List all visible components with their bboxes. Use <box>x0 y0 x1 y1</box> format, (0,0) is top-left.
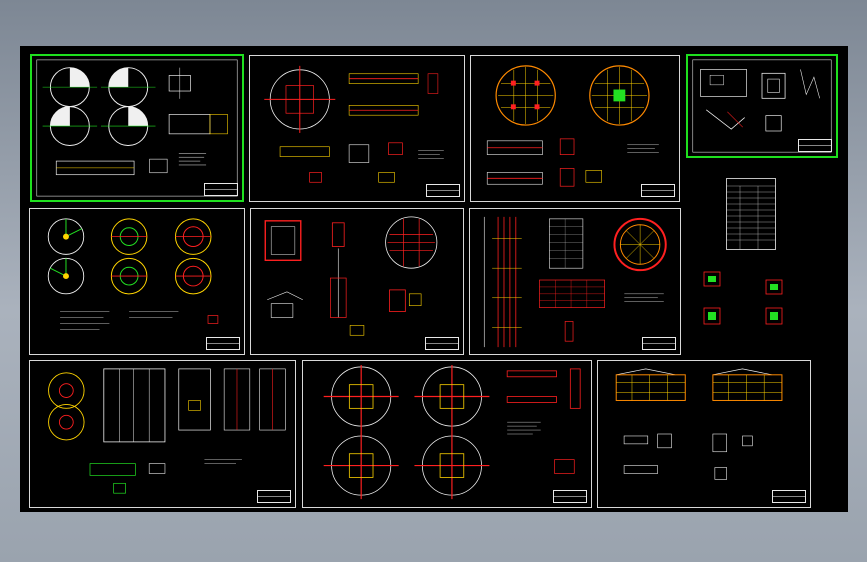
title-block-name <box>207 338 239 344</box>
cad-model-space[interactable] <box>20 46 848 512</box>
title-block-number <box>427 191 459 196</box>
title-block <box>553 490 587 503</box>
title-block <box>642 337 676 350</box>
sheet-7-drawing <box>483 216 667 348</box>
title-block-name <box>642 185 674 191</box>
drawing-sheet-1[interactable] <box>30 54 244 202</box>
title-block-name <box>799 140 831 146</box>
title-block-number <box>207 344 239 349</box>
title-block-name <box>554 491 586 497</box>
drawing-sheet-10[interactable] <box>597 360 811 508</box>
title-block-number <box>426 344 458 349</box>
sheet-2-drawing <box>264 65 444 183</box>
title-block-number <box>773 497 805 502</box>
title-block <box>204 183 238 196</box>
sheet-4-drawing <box>692 59 832 153</box>
title-block <box>798 139 832 152</box>
title-block <box>772 490 806 503</box>
notes-table <box>726 178 776 250</box>
title-block <box>426 184 460 197</box>
sheet-5-drawing <box>47 218 219 330</box>
sheet-10-drawing <box>615 368 783 480</box>
drawing-sheet-6[interactable] <box>250 208 464 355</box>
title-block-number <box>642 191 674 196</box>
sheet-9-drawing <box>323 364 581 500</box>
notes-table-drawing <box>726 178 776 250</box>
sheet-6-drawing <box>264 216 438 336</box>
sheet-3-drawing <box>486 65 659 187</box>
title-block-number <box>554 497 586 502</box>
title-block-name <box>426 338 458 344</box>
drawing-sheet-2[interactable] <box>249 55 465 202</box>
title-block-number <box>799 146 831 151</box>
title-block-name <box>773 491 805 497</box>
sheet-8-drawing <box>48 368 286 494</box>
drawing-sheet-7[interactable] <box>469 208 681 355</box>
drawing-sheet-8[interactable] <box>29 360 296 508</box>
title-block <box>206 337 240 350</box>
title-block-number <box>205 190 237 195</box>
sheet-1-drawing <box>36 59 238 197</box>
loose-details-drawing <box>703 271 783 325</box>
loose-details <box>696 264 816 334</box>
title-block-number <box>643 344 675 349</box>
drawing-sheet-4[interactable] <box>686 54 838 158</box>
title-block-name <box>258 491 290 497</box>
title-block <box>641 184 675 197</box>
title-block-name <box>205 184 237 190</box>
title-block-name <box>643 338 675 344</box>
drawing-sheet-3[interactable] <box>470 55 680 202</box>
title-block-number <box>258 497 290 502</box>
title-block <box>257 490 291 503</box>
drawing-sheet-5[interactable] <box>29 208 245 355</box>
title-block <box>425 337 459 350</box>
title-block-name <box>427 185 459 191</box>
drawing-sheet-9[interactable] <box>302 360 592 508</box>
